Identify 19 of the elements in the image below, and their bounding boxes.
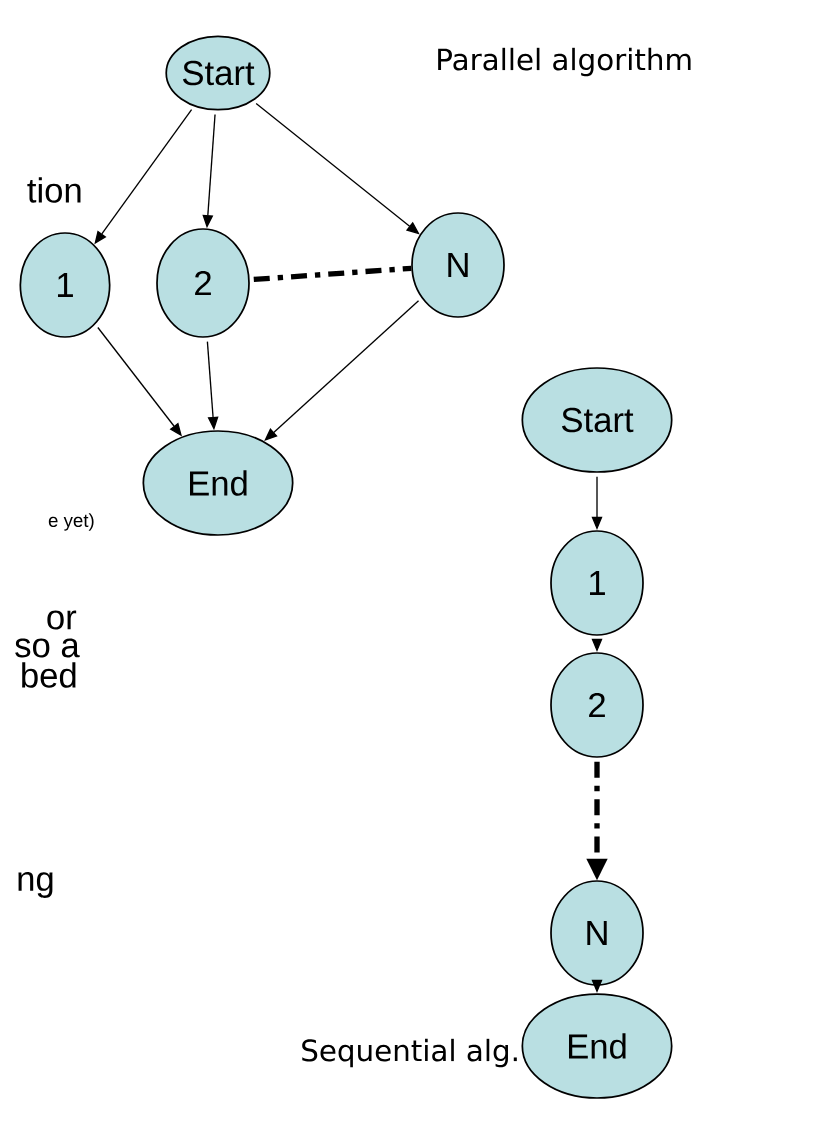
ellipse-node: 1 [19, 232, 111, 338]
cut-text: ng [18, 872, 53, 898]
diagram-caption: Sequential alg. [302, 1038, 517, 1068]
ellipse-node: 1 [550, 530, 644, 636]
cut-text: so a [15, 638, 80, 658]
diagram-caption: Parallel algorithm [438, 47, 691, 77]
cut-text: e yet) [48, 513, 94, 531]
ellipse-node: End [142, 430, 294, 536]
arrow [586, 761, 608, 881]
cut-text: or [47, 610, 77, 630]
cut-text: bed [22, 662, 76, 688]
ellipse-node: N [550, 880, 644, 986]
cut-text: tion [27, 177, 81, 203]
ellipse-node: Start [521, 367, 673, 473]
ellipse-node: 2 [156, 228, 250, 338]
ellipse-node: 2 [550, 652, 644, 758]
ellipse-node: N [411, 212, 505, 318]
ellipse-node: Start [165, 35, 271, 111]
ellipse-node: End [521, 993, 673, 1099]
